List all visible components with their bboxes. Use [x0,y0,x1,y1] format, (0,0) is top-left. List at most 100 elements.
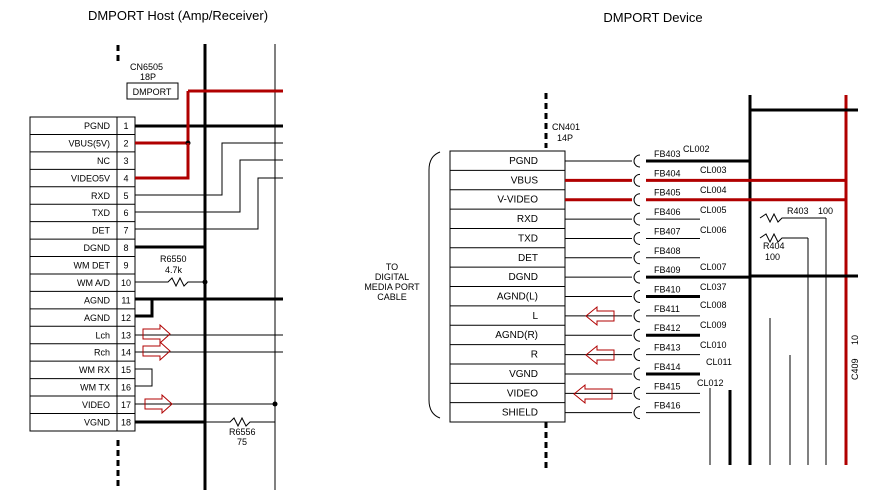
r403 [759,212,826,224]
device-pin-name: SHIELD [502,408,538,419]
host-pin-name: RXD [91,191,111,201]
ferrite-bead-symbol [633,251,641,265]
c409-ref: C409 [850,358,860,380]
ferrite-ref: FB411 [654,304,680,314]
cable-brace [428,151,441,419]
host-pin-name: VGND [84,417,111,427]
host-r6550-ref: R6550 [160,254,187,264]
cap-ref: CL009 [700,320,727,330]
host-pin-name: VIDEO [82,400,110,410]
host-pin-name: VIDEO5V [71,173,110,183]
host-r6556-ref: R6556 [229,427,256,437]
ferrite-bead-symbol [633,328,641,342]
host-pin-number: 3 [123,156,128,166]
ferrite-ref: FB406 [654,207,681,217]
host-pin-number: 4 [123,173,128,183]
r404-value: 100 [765,252,780,262]
ferrite-ref: FB416 [654,401,681,411]
host-signal-arrow-video [144,393,173,415]
host-pin-number: 2 [123,138,128,148]
device-connector-ref: CN401 [552,122,580,132]
host-pin-name: PGND [84,121,111,131]
host-r6556 [205,416,275,428]
host-pin-number: 1 [123,121,128,131]
ferrite-ref: FB409 [654,265,681,275]
device-pin-name: VGND [509,369,538,380]
host-pin-name: DGND [84,243,111,253]
device-pin-name: DET [518,253,538,264]
ferrite-bead-symbol [633,406,641,420]
device-nets: FB403FB404FB405FB406FB407FB408FB409FB410… [565,144,846,420]
host-pin-name: WM TX [80,383,110,393]
host-signal-arrow-lch [142,323,171,345]
device-signal-arrow-r [585,344,615,366]
device-pin-name: AGND(L) [497,292,538,303]
host-pin-name: AGND [84,295,111,305]
host-pin-number: 6 [123,208,128,218]
host-r6556-value: 75 [237,437,247,447]
ferrite-bead-symbol [633,386,641,400]
ferrite-bead-symbol [633,173,641,187]
host-net-wm-loop [135,368,153,387]
r404 [759,232,808,244]
host-signal-arrow-rch [142,340,171,362]
host-pin-name: WM DET [74,261,111,271]
host-net-rxd [135,142,283,196]
host-connector-pins: 18P [140,72,156,82]
host-net-det [135,177,283,230]
cap-ref: CL002 [683,144,710,154]
cap-ref: CL008 [700,300,727,310]
c409-value: 10 [850,335,860,345]
host-connector-label: DMPORT [133,87,172,97]
cap-ref: CL007 [700,262,727,272]
cable-label-4: CABLE [377,292,407,302]
cap-ref: CL003 [700,165,727,175]
host-pin-name: TXD [92,208,111,218]
ferrite-ref: FB414 [654,362,681,372]
device-pin-rows: PGNDVBUSV-VIDEORXDTXDDETDGNDAGND(L)LAGND… [450,156,565,419]
ferrite-ref: FB413 [654,343,681,353]
host-junction-video [272,401,278,407]
device-pin-name: DGND [509,272,538,283]
r403-ref: R403 [787,206,809,216]
device-pin-name: VBUS [511,175,539,186]
ferrite-bead-symbol [633,348,641,362]
device-signal-arrow-video [573,383,613,405]
host-r6550-value: 4.7k [165,265,183,275]
host-connector-ref: CN6505 [130,62,163,72]
host-net-video5v [135,143,190,180]
ferrite-bead-symbol [633,231,641,245]
ferrite-ref: FB407 [654,226,681,236]
host-pin-number: 12 [121,313,131,323]
host-pin-number: 9 [123,261,128,271]
device-signal-arrow-l [585,305,615,327]
ferrite-ref: FB410 [654,285,681,295]
cap-ref: CL011 [706,357,732,367]
device-connector-pins: 14P [557,133,573,143]
ferrite-bead-symbol [633,212,641,226]
cable-label-2: DIGITAL [375,272,409,282]
device-pin-name: RXD [517,214,538,225]
device-pin-name: VIDEO [507,388,538,399]
ferrite-ref: FB415 [654,381,681,391]
ferrite-bead-symbol [633,290,641,304]
host-junction-r6550 [202,279,208,285]
host-pin-number: 14 [121,348,131,358]
ferrite-ref: FB404 [654,168,681,178]
host-pin-name: VBUS(5V) [68,138,110,148]
host-pin-number: 15 [121,365,131,375]
host-title: DMPORT Host (Amp/Receiver) [88,8,268,23]
host-net-agnd-12 [135,299,154,318]
host-net-txd [135,159,283,213]
cap-ref: CL006 [700,225,727,235]
device-pin-name: TXD [518,233,538,244]
host-pin-number: 13 [121,330,131,340]
host-pin-name: WM RX [79,365,110,375]
host-pin-number: 10 [121,278,131,288]
ferrite-bead-symbol [633,154,641,168]
host-pin-number: 18 [121,417,131,427]
device-pin-name: PGND [509,156,538,167]
